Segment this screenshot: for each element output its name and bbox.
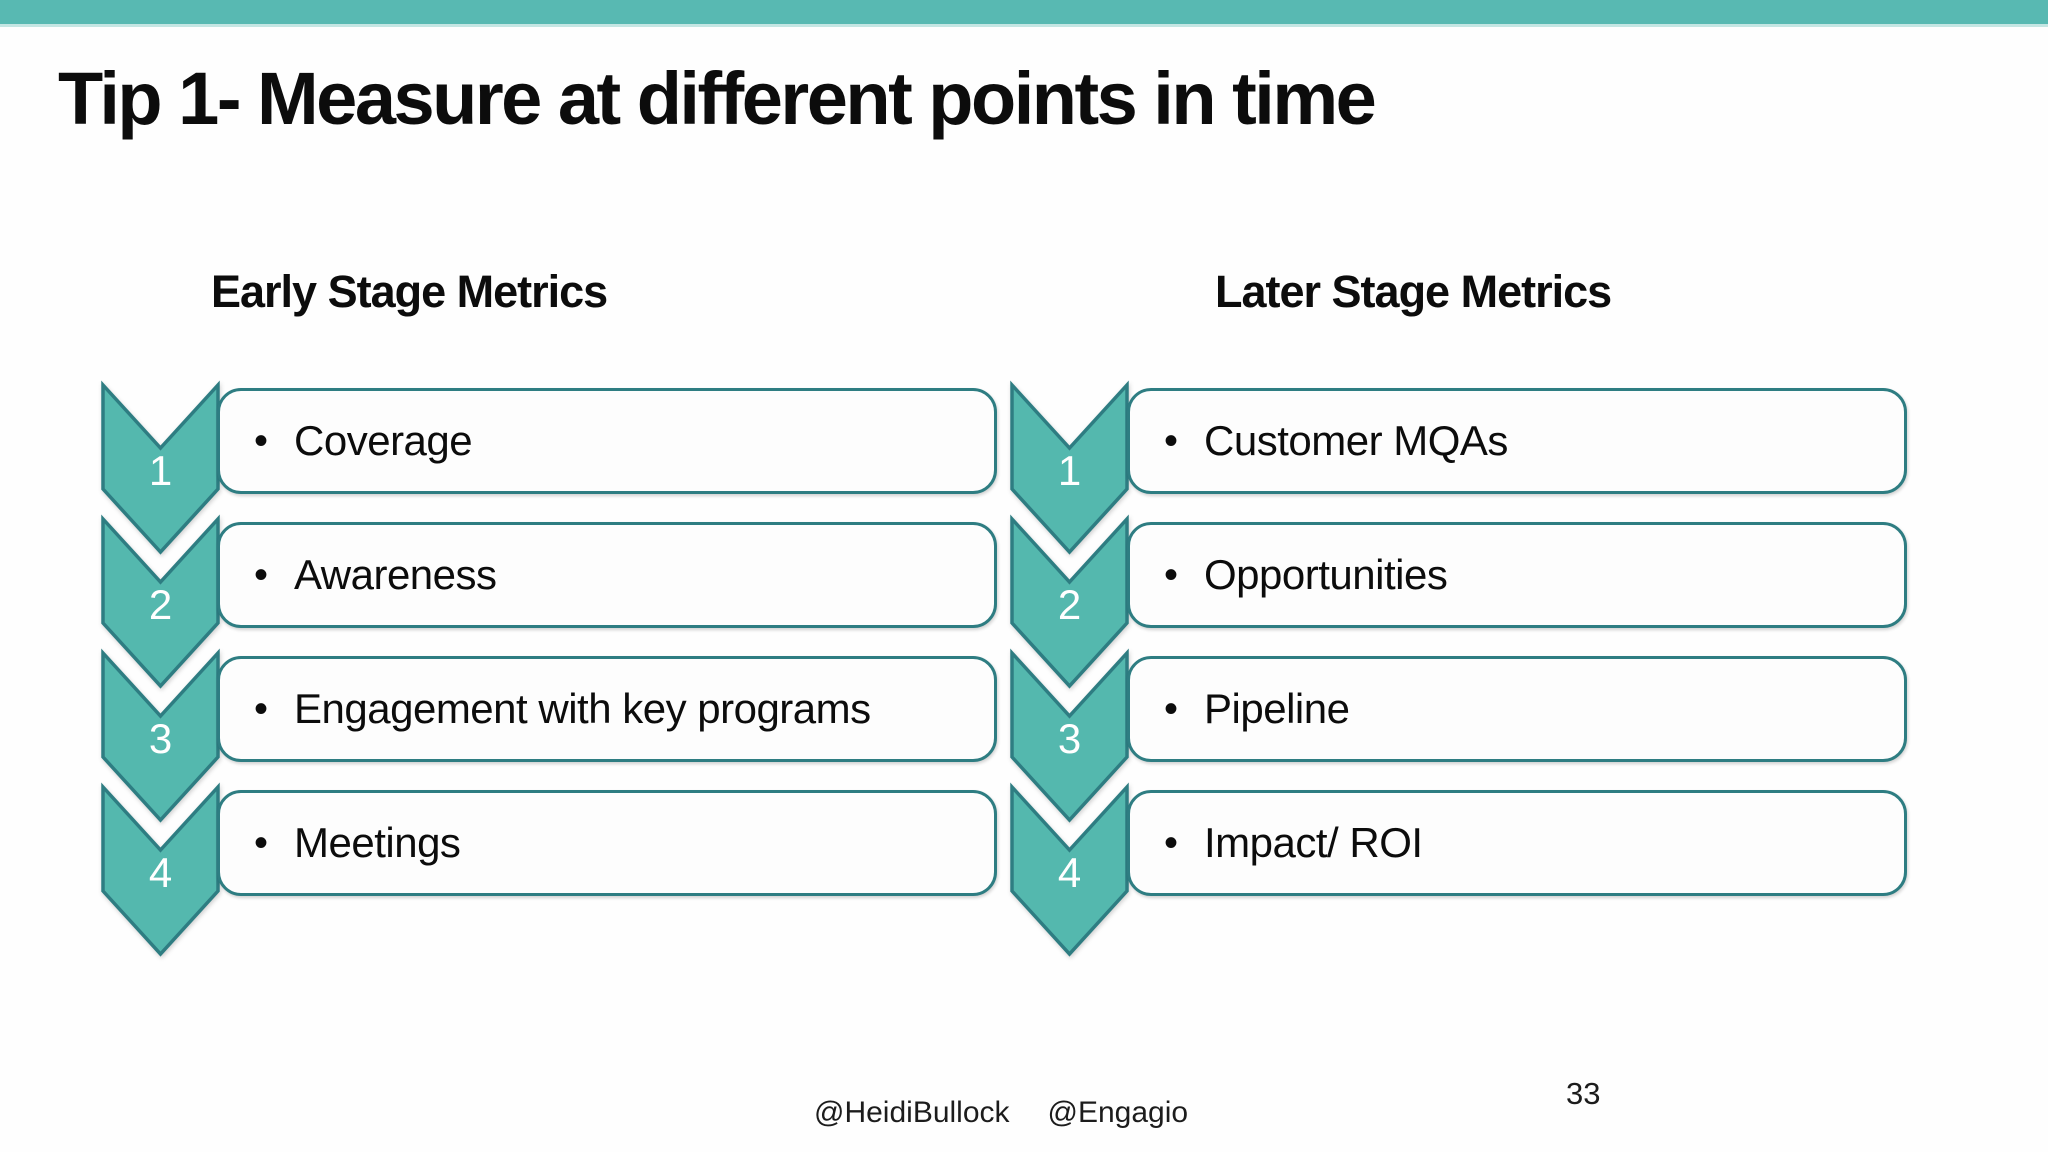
chevron-number: 3 — [149, 715, 172, 762]
metric-label: Pipeline — [1204, 685, 1350, 732]
footer-handle-heidibullock: @HeidiBullock — [814, 1096, 1010, 1129]
bullet-icon: • — [1164, 419, 1179, 463]
metric-label: Impact/ ROI — [1204, 819, 1423, 866]
metric-box-coverage: • Coverage — [217, 388, 997, 494]
chevron-number: 2 — [1058, 581, 1081, 628]
chevron-down-icon: 3 — [1010, 648, 1129, 823]
chevron-down-icon: 1 — [1010, 380, 1129, 555]
chevron-number: 3 — [1058, 715, 1081, 762]
metric-box-awareness: • Awareness — [217, 522, 997, 628]
footer: @HeidiBullock @Engagio — [814, 1096, 1188, 1130]
bullet-icon: • — [254, 419, 269, 463]
bullet-icon: • — [254, 687, 269, 731]
bullet-icon: • — [1164, 821, 1179, 865]
bullet-icon: • — [1164, 687, 1179, 731]
metric-label: Opportunities — [1204, 551, 1448, 598]
bullet-icon: • — [254, 553, 269, 597]
metric-label: Meetings — [294, 819, 461, 866]
chevron-down-icon: 2 — [101, 514, 220, 689]
bullet-icon: • — [1164, 553, 1179, 597]
chevron-down-icon: 3 — [101, 648, 220, 823]
metric-box-meetings: • Meetings — [217, 790, 997, 896]
top-accent-bar — [0, 0, 2048, 27]
metric-label: Awareness — [294, 551, 497, 598]
metric-box-customer-mqas: • Customer MQAs — [1127, 388, 1907, 494]
metric-label: Customer MQAs — [1204, 417, 1508, 464]
bullet-icon: • — [254, 821, 269, 865]
chevron-number: 1 — [1058, 447, 1081, 494]
chevron-down-icon: 4 — [1010, 782, 1129, 957]
metric-label: Engagement with key programs — [294, 685, 871, 732]
column-header-early-stage: Early Stage Metrics — [211, 266, 608, 317]
metric-box-impact-roi: • Impact/ ROI — [1127, 790, 1907, 896]
column-header-later-stage: Later Stage Metrics — [1215, 266, 1612, 317]
metric-box-engagement: • Engagement with key programs — [217, 656, 997, 762]
page-number: 33 — [1566, 1076, 1601, 1111]
metric-box-pipeline: • Pipeline — [1127, 656, 1907, 762]
metric-label: Coverage — [294, 417, 473, 464]
chevron-number: 4 — [1058, 849, 1081, 896]
chevron-number: 2 — [149, 581, 172, 628]
metric-box-opportunities: • Opportunities — [1127, 522, 1907, 628]
footer-handle-engagio: @Engagio — [1047, 1096, 1189, 1129]
slide-title: Tip 1- Measure at different points in ti… — [58, 57, 1377, 140]
chevron-down-icon: 1 — [101, 380, 220, 555]
chevron-number: 1 — [149, 447, 172, 494]
chevron-down-icon: 2 — [1010, 514, 1129, 689]
chevron-down-icon: 4 — [101, 782, 220, 957]
chevron-number: 4 — [149, 849, 172, 896]
